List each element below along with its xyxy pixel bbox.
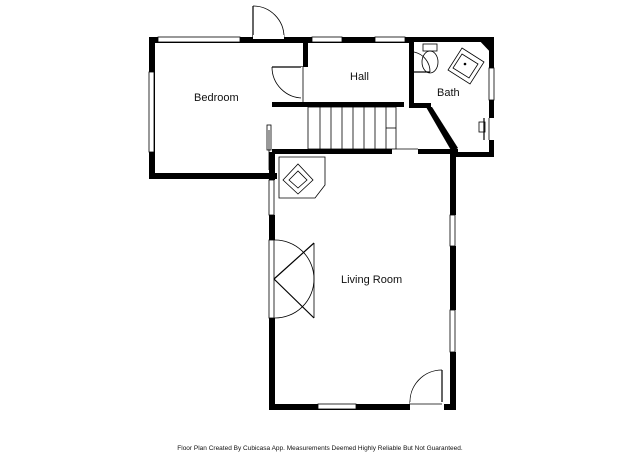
sink	[447, 47, 485, 85]
door-swing	[252, 5, 285, 38]
stairs	[307, 106, 418, 150]
doors	[252, 5, 494, 410]
room-label-bedroom: Bedroom	[194, 92, 239, 104]
window-hall-top-1	[311, 36, 343, 43]
window-living-left-2	[268, 239, 275, 319]
room-label-living-room: Living Room	[341, 274, 403, 286]
window-living-right-1	[449, 214, 456, 247]
window-living-bottom	[317, 403, 357, 410]
room-label-hall: Hall	[350, 71, 369, 83]
toilet-tank	[422, 43, 438, 52]
window-living-right-2	[449, 309, 456, 353]
fireplace	[278, 156, 326, 199]
window-bath-right	[488, 67, 495, 101]
bath-fixtures	[421, 43, 486, 133]
window-bedroom-left	[148, 71, 155, 153]
room-label-bath: Bath	[437, 87, 460, 99]
window-hall-top-2	[374, 36, 406, 43]
window-bedroom-top	[157, 36, 241, 43]
footer-disclaimer: Floor Plan Created By Cubicasa App. Meas…	[177, 445, 463, 452]
window-living-left-1	[268, 179, 275, 216]
toilet-bowl	[421, 50, 439, 74]
